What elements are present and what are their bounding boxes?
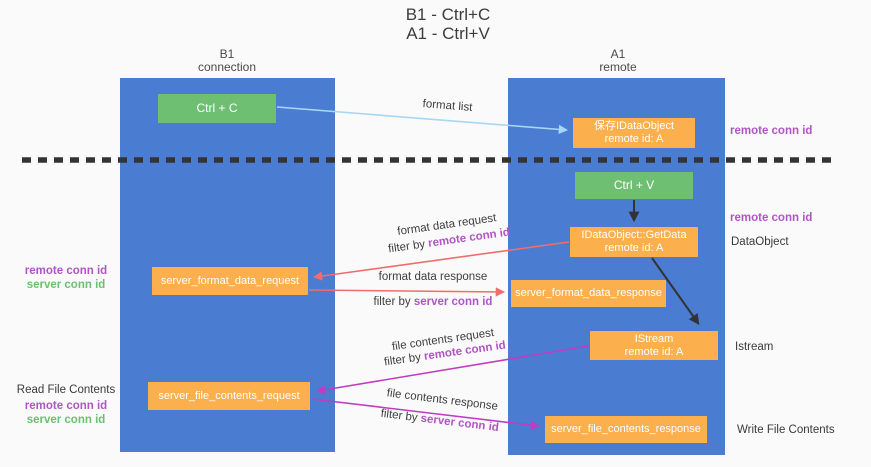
label-format-list: format list <box>422 98 473 114</box>
node-server-file-contents-request-label: server_file_contents_request <box>158 389 300 402</box>
label-file-contents-response: file contents response filter by server … <box>369 385 514 435</box>
annotation-read-file-contents: Read File Contents <box>16 384 116 396</box>
node-save-idataobject: 保存IDataObject remote id: A <box>573 118 695 148</box>
column-a1-name: A1 <box>610 47 626 61</box>
title-line-2: A1 - Ctrl+V <box>406 24 490 43</box>
node-server-file-contents-request: server_file_contents_request <box>148 382 310 410</box>
annotation-remote-conn-id-top: remote conn id <box>730 125 813 137</box>
node-getdata-line2: remote id: A <box>604 242 664 254</box>
node-istream-line2: remote id: A <box>624 345 684 358</box>
node-istream: IStream remote id: A <box>590 331 718 360</box>
node-idataobject-getdata: IDataObject::GetData remote id: A <box>570 227 698 257</box>
node-save-idataobject-line2: remote id: A <box>604 133 664 145</box>
label-format-data-response: format data response filter by server co… <box>366 271 500 308</box>
annotation-read-file-contents-group: Read File Contents remote conn id server… <box>14 383 118 427</box>
node-server-format-data-response: server_format_data_response <box>511 280 666 307</box>
node-server-format-data-request-label: server_format_data_request <box>160 274 300 287</box>
column-b1-subtitle: connection <box>197 60 257 74</box>
column-b1-name: B1 <box>219 47 235 61</box>
node-server-format-data-response-label: server_format_data_response <box>515 287 662 299</box>
annotation-remote-conn-id-bottom: remote conn id <box>24 400 108 412</box>
filter-value-server-conn-id: server conn id <box>419 412 500 435</box>
annotation-istream: Istream <box>735 341 774 353</box>
node-getdata-line1: IDataObject::GetData <box>581 229 687 241</box>
node-ctrl-v-label: Ctrl + V <box>613 178 655 192</box>
annotation-dataobject: DataObject <box>731 236 789 248</box>
node-server-file-contents-response-label: server_file_contents_response <box>551 423 701 435</box>
node-istream-line1: IStream <box>634 332 674 345</box>
filter-prefix: filter by <box>379 407 422 425</box>
node-ctrl-c-label: Ctrl + C <box>196 101 238 115</box>
filter-prefix: filter by <box>373 296 414 308</box>
node-ctrl-v: Ctrl + V <box>575 172 693 199</box>
annotation-server-conn-id-left: server conn id <box>26 279 106 291</box>
annotation-left-conn-ids: remote conn id server conn id <box>20 264 112 292</box>
column-header-b1: B1 connection <box>160 48 294 74</box>
node-ctrl-c: Ctrl + C <box>158 94 276 123</box>
annotation-remote-conn-id-mid: remote conn id <box>730 212 813 224</box>
diagram-title: B1 - Ctrl+C A1 - Ctrl+V <box>348 5 548 43</box>
label-file-contents-request: file contents request filter by remote c… <box>373 324 515 369</box>
column-header-a1: A1 remote <box>551 48 685 74</box>
node-server-format-data-request: server_format_data_request <box>152 267 308 295</box>
column-a1-subtitle: remote <box>599 60 637 74</box>
filter-value-server-conn-id: server conn id <box>413 296 493 308</box>
annotation-remote-conn-id-left: remote conn id <box>24 265 108 277</box>
label-format-data-response-filter: filter by server conn id <box>366 296 500 308</box>
label-format-data-request: format data request filter by remote con… <box>377 209 520 256</box>
label-format-data-response-text: format data response <box>378 271 488 283</box>
annotation-write-file-contents: Write File Contents <box>737 424 835 436</box>
node-save-idataobject-line1: 保存IDataObject <box>593 120 675 132</box>
title-line-1: B1 - Ctrl+C <box>405 5 491 24</box>
node-server-file-contents-response: server_file_contents_response <box>545 416 707 443</box>
annotation-server-conn-id-bottom: server conn id <box>26 414 106 426</box>
filter-prefix: filter by <box>387 237 430 256</box>
